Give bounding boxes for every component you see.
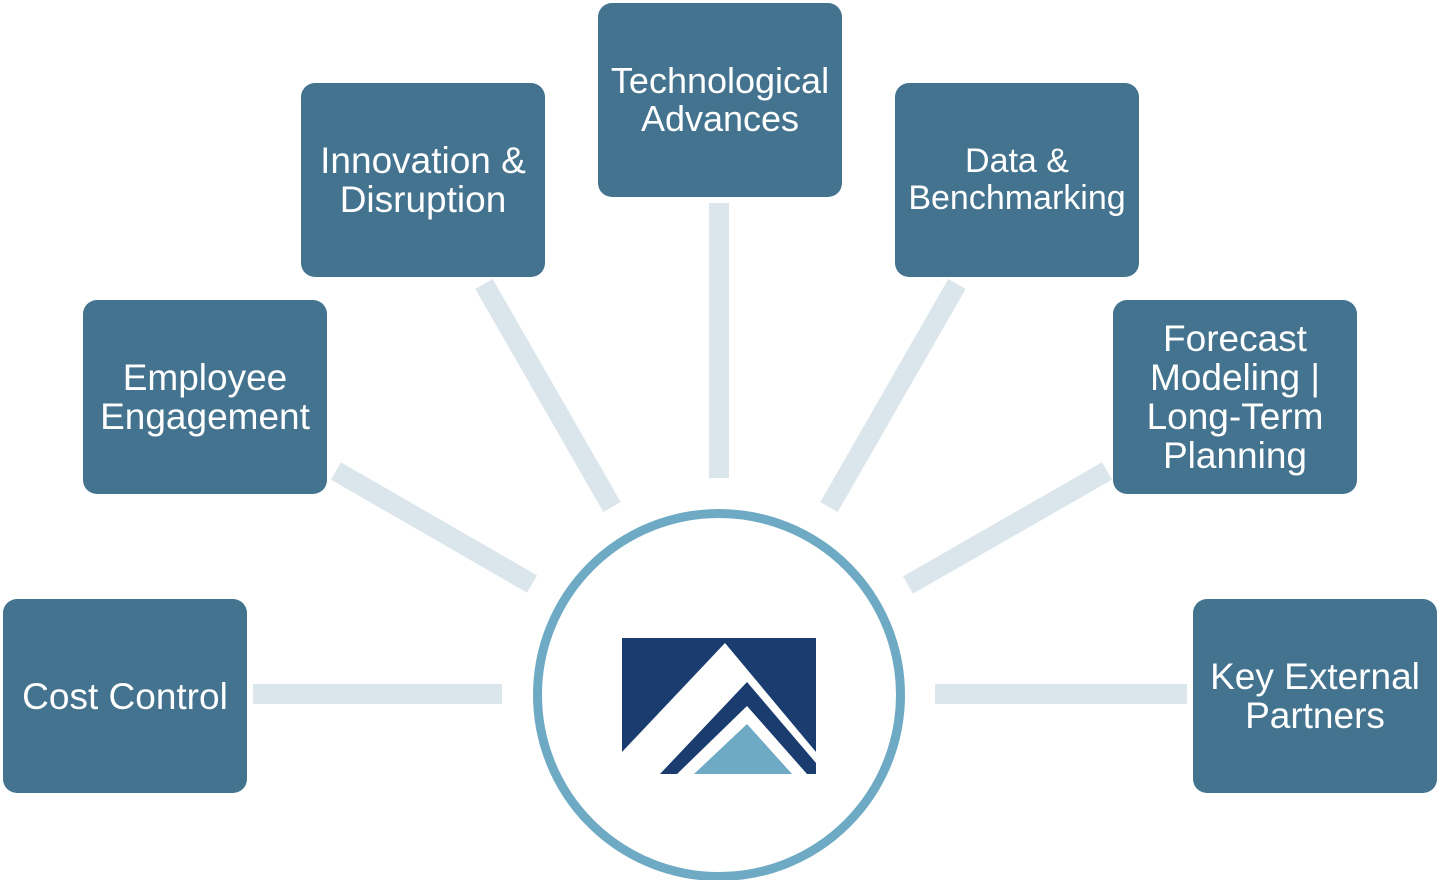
hub-circle — [533, 509, 905, 880]
node-label: Key External Partners — [1210, 656, 1420, 736]
node-label: Forecast Modeling | Long-Term Planning — [1146, 318, 1324, 476]
node-label: Technological Advances — [610, 60, 830, 139]
connector-data-benchmarking — [820, 279, 966, 512]
node-forecast-modeling[interactable]: Forecast Modeling | Long-Term Planning — [1113, 300, 1357, 494]
connector-forecast-modeling — [903, 462, 1112, 594]
node-label: Innovation & Disruption — [320, 140, 526, 220]
node-cost-control[interactable]: Cost Control — [3, 599, 247, 793]
connector-employee-engagement — [331, 462, 537, 593]
mountain-peaks-logo-icon — [622, 638, 816, 774]
node-label: Data & Benchmarking — [908, 142, 1126, 217]
node-employee-engagement[interactable]: Employee Engagement — [83, 300, 327, 494]
node-data-benchmarking[interactable]: Data & Benchmarking — [895, 83, 1139, 277]
connector-innovation-disruption — [475, 279, 621, 512]
node-key-external-partners[interactable]: Key External Partners — [1193, 599, 1437, 793]
node-innovation-disruption[interactable]: Innovation & Disruption — [301, 83, 545, 277]
node-label: Cost Control — [22, 675, 228, 717]
node-label: Employee Engagement — [100, 357, 310, 437]
node-technological-advances[interactable]: Technological Advances — [598, 3, 842, 197]
